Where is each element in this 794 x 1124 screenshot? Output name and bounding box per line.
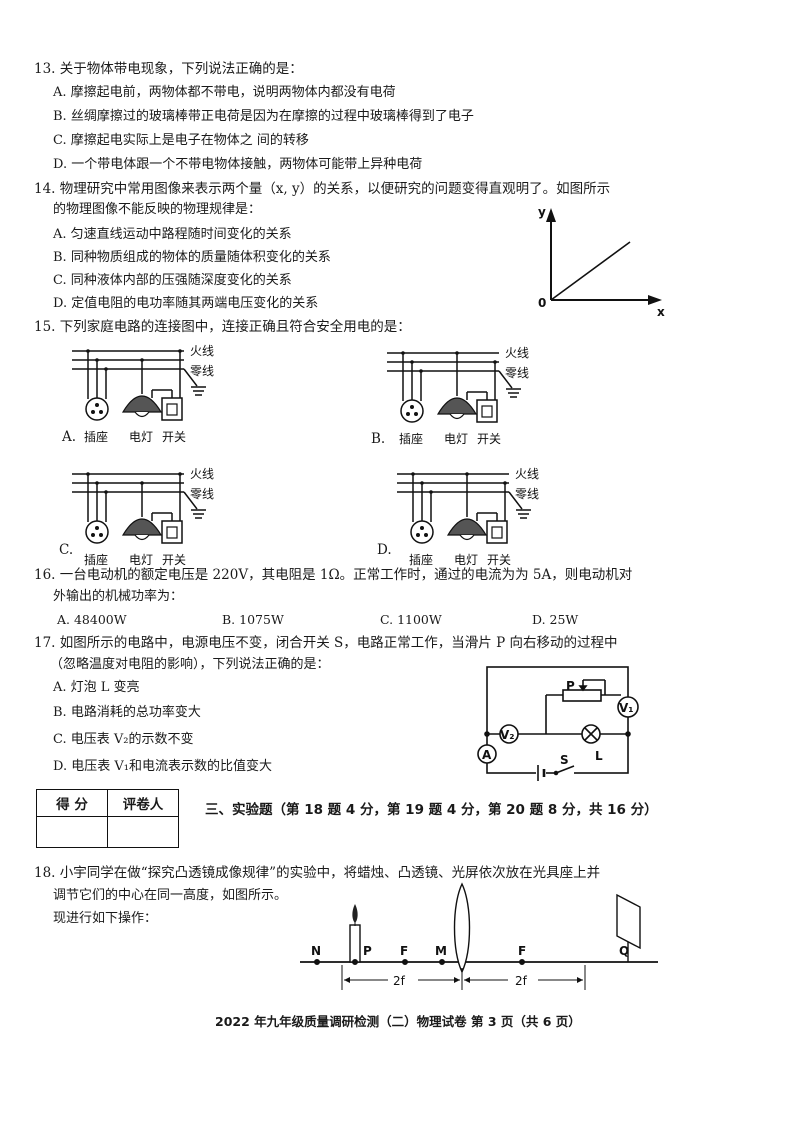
q18-stem-line3: 现进行如下操作： (53, 911, 158, 926)
q13-option-c: C. 摩擦起电实际上是电子在物体之 间的转移 (53, 133, 309, 148)
q14-option-b: B. 同种物质组成的物体的质量随体积变化的关系 (53, 250, 331, 265)
q15-switch-label: 开关 (162, 430, 186, 444)
q14-graph: y x 0 (538, 205, 665, 319)
grading-grader-header: 评卷人 (107, 789, 179, 817)
q18-label-n: N (311, 944, 321, 958)
q18-label-f-left: F (400, 944, 408, 958)
q15-neutral-label: 零线 (515, 487, 539, 501)
q18-label-f-right: F (518, 944, 526, 958)
q17-stem-line2: （忽略温度对电阻的影响），下列说法正确的是： (50, 657, 330, 672)
q15-socket-label: 插座 (399, 431, 423, 446)
q18-label-2f-left: 2f (393, 974, 406, 988)
q15-circuit-a: 火线零线插座 电灯开关 (72, 344, 214, 444)
q17-label-s: S (560, 753, 569, 767)
q14-x-label: x (657, 305, 665, 319)
q15-socket-label: 插座 (84, 429, 108, 444)
q14-option-a: A. 匀速直线运动中路程随时间变化的关系 (53, 227, 292, 242)
q15-live-label: 火线 (515, 467, 539, 481)
q15-live-label: 火线 (190, 467, 214, 481)
q15-lamp-label: 电灯 (129, 430, 153, 444)
q15-live-label: 火线 (190, 344, 214, 358)
q17-option-b: B. 电路消耗的总功率变大 (53, 705, 201, 720)
q16-option-c: C. 1100W (380, 612, 442, 627)
q15-circuit-d: 火线零线插座 电灯开关 (397, 467, 539, 567)
q15-socket-label: 插座 (409, 552, 433, 567)
q15-socket-label: 插座 (84, 552, 108, 567)
q16-option-a: A. 48400W (57, 612, 127, 627)
q13-option-a: A. 摩擦起电前，两物体都不带电，说明两物体内都没有电荷 (53, 85, 396, 100)
q18-stem-line2: 调节它们的中心在同一高度，如图所示。 (53, 888, 288, 903)
q18-label-q: Q (619, 944, 629, 958)
page-footer: 2022 年九年级质量调研检测（二）物理试卷 第 3 页（共 6 页） (215, 1014, 581, 1029)
q15-lamp-label: 电灯 (129, 553, 153, 567)
grading-score-header: 得 分 (36, 789, 108, 817)
q15-lamp-label: 电灯 (454, 553, 478, 567)
q17-option-d: D. 电压表 V₁和电流表示数的比值变大 (53, 759, 272, 774)
q15-neutral-label: 零线 (190, 364, 214, 378)
q17-option-a: A. 灯泡 L 变亮 (53, 680, 140, 695)
q17-label-a: A (482, 748, 492, 762)
grading-table: 得 分 评卷人 (36, 789, 179, 848)
q13-stem: 13. 关于物体带电现象，下列说法正确的是： (34, 61, 303, 77)
q14-option-c: C. 同种液体内部的压强随深度变化的关系 (53, 273, 292, 288)
q15-switch-label: 开关 (162, 553, 186, 567)
q13-option-b: B. 丝绸摩擦过的玻璃棒带正电荷是因为在摩擦的过程中玻璃棒得到了电子 (53, 109, 474, 124)
q15-stem: 15. 下列家庭电路的连接图中，连接正确且符合安全用电的是： (34, 319, 411, 335)
q15-letter-b: B. (371, 431, 386, 447)
q17-circuit (477, 666, 639, 782)
q14-option-d: D. 定值电阻的电功率随其两端电压变化的关系 (53, 296, 319, 311)
q18-label-2f-right: 2f (515, 974, 528, 988)
q16-stem-line1: 16. 一台电动机的额定电压是 220V，其电阻是 1Ω。正常工作时，通过的电流… (34, 567, 633, 583)
q17-label-l: L (595, 749, 603, 763)
q15-circuit-c: 火线零线插座 电灯开关 (72, 467, 214, 567)
q18-label-m: M (435, 944, 447, 958)
q15-letter-c: C. (59, 542, 74, 558)
q15-letter-a: A. (62, 429, 77, 445)
q15-neutral-label: 零线 (505, 366, 529, 380)
q18-label-p: P (363, 944, 372, 958)
q17-option-c: C. 电压表 V₂的示数不变 (53, 732, 194, 747)
q17-label-p: P (566, 679, 575, 693)
q17-stem-line1: 17. 如图所示的电路中，电源电压不变，闭合开关 S，电路正常工作，当滑片 P … (34, 635, 618, 651)
section-3-title: 三、实验题（第 18 题 4 分，第 19 题 4 分，第 20 题 8 分，共… (205, 802, 658, 818)
q16-stem-line2: 外输出的机械功率为： (53, 589, 184, 604)
grading-score-cell (36, 816, 108, 848)
q15-switch-label: 开关 (477, 432, 501, 446)
q14-stem-line2: 的物理图像不能反映的物理规律是： (53, 202, 262, 217)
q18-stem-line1: 18. 小宇同学在做“探究凸透镜成像规律”的实验中，将蜡烛、凸透镜、光屏依次放在… (34, 865, 601, 881)
q15-lamp-label: 电灯 (444, 432, 468, 446)
q13-option-d: D. 一个带电体跟一个不带电物体接触，两物体可能带上异种电荷 (53, 157, 423, 172)
q16-option-d: D. 25W (532, 612, 579, 627)
q15-letter-d: D. (377, 542, 392, 558)
q15-switch-label: 开关 (487, 553, 511, 567)
q17-label-v2: V₂ (500, 728, 515, 742)
q14-y-label: y (538, 205, 546, 219)
q15-neutral-label: 零线 (190, 487, 214, 501)
q15-live-label: 火线 (505, 346, 529, 360)
q16-option-b: B. 1075W (222, 612, 284, 627)
grading-grader-cell (107, 816, 179, 848)
q14-stem-line1: 14. 物理研究中常用图像来表示两个量（x, y）的关系，以便研究的问题变得直观… (34, 181, 611, 197)
q18-optical-bench (300, 882, 658, 990)
q14-origin-label: 0 (538, 296, 546, 310)
q17-label-v1: V₁ (619, 701, 634, 715)
q15-circuit-b: 火线零线插座 电灯开关 (387, 346, 529, 446)
